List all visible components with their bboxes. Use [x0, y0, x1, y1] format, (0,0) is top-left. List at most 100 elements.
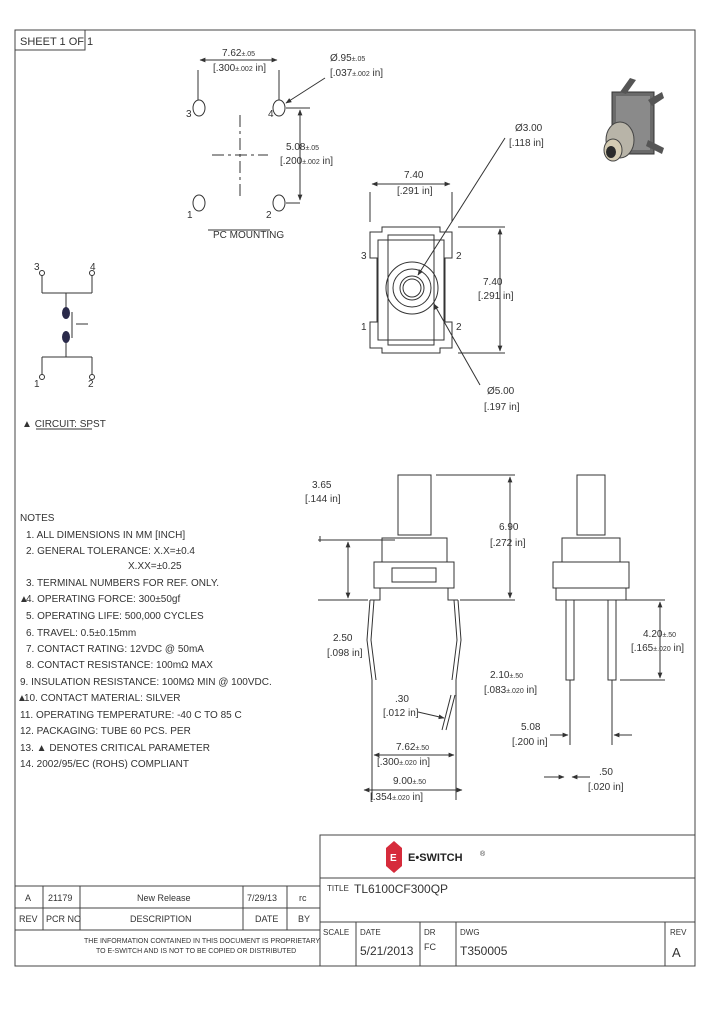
top-view-text: Ø3.00 [.118 in] 7.40 [.291 in] 7.40 [.29… — [361, 123, 544, 413]
top-actuator — [399, 275, 425, 301]
end-leg-right — [607, 599, 617, 681]
top-view — [369, 137, 506, 386]
proprietary-line-1: THE INFORMATION CONTAINED IN THIS DOCUME… — [84, 938, 320, 945]
pc-mounting-text: 7.62±.05 [.300±.002 in] Ø.95±.05 [.037±.… — [186, 48, 383, 241]
dwg-label: DWG — [460, 928, 480, 937]
svg-text:[.354±.020 in]: [.354±.020 in] — [370, 792, 423, 803]
title-block — [319, 834, 696, 967]
pc-hole-3 — [192, 99, 206, 117]
svg-text:[.020 in]: [.020 in] — [588, 782, 624, 793]
pc-hole-1 — [192, 194, 206, 212]
note-4: 4. OPERATING FORCE: 300±50gf — [26, 594, 180, 605]
rev-row-desc: New Release — [137, 893, 191, 903]
top-pin-2b: 2 — [456, 322, 462, 333]
circuit-pin-2: 2 — [88, 379, 94, 390]
circuit-pin-1: 1 — [34, 379, 40, 390]
rev-header-desc: DESCRIPTION — [130, 914, 192, 924]
svg-text:[.200 in]: [.200 in] — [512, 737, 548, 748]
product-image — [603, 78, 664, 162]
pc-hole-4 — [272, 99, 286, 117]
note-14: 14. 2002/95/EC (ROHS) COMPLIANT — [20, 759, 189, 770]
note-11: 11. OPERATING TEMPERATURE: -40 C TO 85 C — [20, 710, 242, 721]
pc-mounting-label: PC MOUNTING — [213, 230, 284, 241]
end-view-text: 4.20±.50 [.165±.020 in] 5.08 [.200 in] .… — [512, 629, 684, 793]
note-6: 6. TRAVEL: 0.5±0.15mm — [26, 628, 136, 639]
circuit-pin-4: 4 — [90, 262, 96, 273]
title-block-text: TITLE TL6100CF300QP SCALE DATE 5/21/2013… — [323, 882, 687, 960]
note-5: 5. OPERATING LIFE: 500,000 CYCLES — [26, 611, 204, 622]
note-7: 7. CONTACT RATING: 12VDC @ 50mA — [26, 644, 204, 655]
top-pin-3: 3 — [361, 251, 367, 262]
svg-text:9.00±.50: 9.00±.50 — [393, 776, 426, 787]
side-view — [318, 474, 515, 800]
svg-text:[.083±.020 in]: [.083±.020 in] — [484, 685, 537, 696]
svg-text:[.300±.002 in]: [.300±.002 in] — [213, 63, 266, 74]
dr-label: DR — [424, 928, 436, 937]
brand-logo: E E•SWITCH ® — [386, 841, 486, 873]
pc-mounting-view — [192, 57, 326, 231]
top-ring — [385, 261, 439, 315]
svg-text:[.118 in]: [.118 in] — [509, 138, 544, 149]
circuit-pin-3: 3 — [34, 262, 40, 273]
svg-text:[.144 in]: [.144 in] — [305, 494, 341, 505]
rev-header-by: BY — [298, 914, 310, 924]
circuit-contacts — [39, 270, 95, 380]
top-pin-1: 1 — [361, 322, 367, 333]
brand-name: E•SWITCH — [408, 852, 463, 864]
note-9: 9. INSULATION RESISTANCE: 100MΩ MIN @ 10… — [20, 677, 272, 688]
rev-row-date: 7/29/13 — [247, 893, 277, 903]
circuit-diagram — [41, 275, 93, 375]
top-pin-2a: 2 — [456, 251, 462, 262]
note-13: 13. ▲ DENOTES CRITICAL PARAMETER — [20, 743, 210, 754]
end-leg-left — [565, 599, 575, 681]
revision-table-text: A 21179 New Release 7/29/13 rc REV PCR N… — [19, 893, 320, 955]
notes-block: NOTES 1. ALL DIMENSIONS IN MM [INCH] 2. … — [17, 513, 272, 770]
svg-text:7.40: 7.40 — [404, 170, 424, 181]
sheet-label: SHEET 1 OF 1 — [20, 36, 93, 48]
svg-text:6.90: 6.90 — [499, 522, 519, 533]
end-view — [544, 474, 665, 780]
pc-pin-1: 1 — [187, 210, 193, 221]
date-label: DATE — [360, 928, 381, 937]
notes-heading: NOTES — [20, 513, 55, 524]
pc-hole-2 — [272, 194, 286, 212]
proprietary-line-2: TO E-SWITCH AND IS NOT TO BE COPIED OR D… — [96, 948, 296, 955]
title-label: TITLE — [327, 884, 349, 893]
rev-header-date: DATE — [255, 914, 278, 924]
svg-text:2.10±.50: 2.10±.50 — [490, 670, 523, 681]
svg-text:[.197 in]: [.197 in] — [484, 402, 520, 413]
date-value: 5/21/2013 — [360, 944, 414, 958]
svg-text:Ø.95±.05: Ø.95±.05 — [330, 53, 365, 64]
circuit-text: 3 4 1 2 ▲ CIRCUIT: SPST — [22, 262, 106, 430]
svg-text:[.300±.020 in]: [.300±.020 in] — [377, 757, 430, 768]
svg-text:.50: .50 — [599, 767, 613, 778]
rev-header-pcr: PCR NO — [46, 914, 81, 924]
scale-label: SCALE — [323, 928, 349, 937]
rev-row-pcr: 21179 — [48, 893, 72, 903]
note-1: 1. ALL DIMENSIONS IN MM [INCH] — [26, 530, 185, 541]
svg-text:Ø5.00: Ø5.00 — [487, 386, 515, 397]
rev-row-by: rc — [299, 893, 307, 903]
rev-label: REV — [670, 928, 687, 937]
svg-text:7.62±.50: 7.62±.50 — [396, 742, 429, 753]
svg-text:Ø3.00: Ø3.00 — [515, 123, 543, 134]
svg-text:3.65: 3.65 — [312, 480, 332, 491]
pc-pin-2: 2 — [266, 210, 272, 221]
rev-header-rev: REV — [19, 914, 38, 924]
svg-text:7.40: 7.40 — [483, 277, 503, 288]
svg-text:5.08±.05: 5.08±.05 — [286, 142, 319, 153]
note-3: 3. TERMINAL NUMBERS FOR REF. ONLY. — [26, 578, 219, 589]
note-2: 2. GENERAL TOLERANCE: X.X=±0.4 — [26, 546, 195, 557]
note-8: 8. CONTACT RESISTANCE: 100mΩ MAX — [26, 660, 213, 671]
svg-text:[.098 in]: [.098 in] — [327, 648, 363, 659]
pc-pin-3: 3 — [186, 109, 192, 120]
svg-text:5.08: 5.08 — [521, 722, 541, 733]
rev-value: A — [672, 945, 681, 960]
svg-text:2.50: 2.50 — [333, 633, 353, 644]
svg-text:4.20±.50: 4.20±.50 — [643, 629, 676, 640]
svg-text:▲: ▲ — [17, 693, 27, 704]
circuit-label: CIRCUIT: SPST — [35, 419, 106, 430]
side-view-text: 3.65 [.144 in] 6.90 [.272 in] 2.50 [.098… — [305, 480, 537, 803]
svg-text:[.291 in]: [.291 in] — [478, 291, 514, 302]
